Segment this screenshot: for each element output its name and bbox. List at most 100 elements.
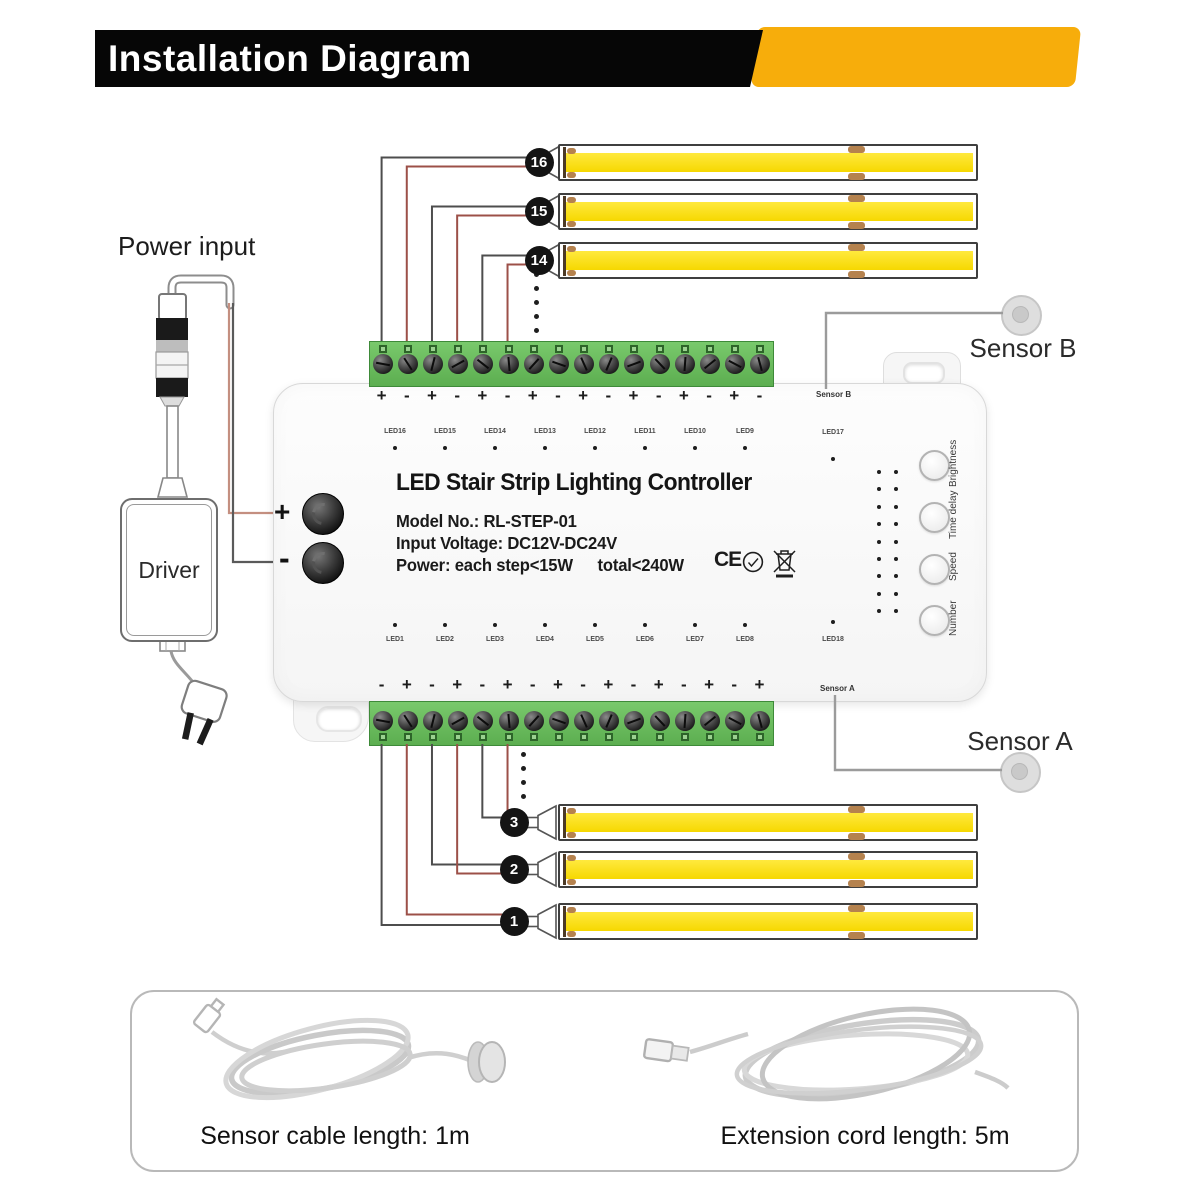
terminal-wire-slot [680, 345, 689, 353]
power-terminal-negative [302, 542, 344, 584]
screw-slot [375, 361, 390, 367]
polarity-label-top: - [756, 386, 763, 405]
polarity-label-bottom: - [630, 675, 637, 694]
led-indicator [443, 623, 447, 627]
status-dot [894, 522, 898, 527]
solder-pad [567, 270, 576, 276]
led-indicator [443, 446, 447, 450]
strip-end-cap [563, 906, 566, 937]
strip-wire [405, 165, 527, 341]
polarity-label-bottom: - [580, 675, 586, 694]
led-strip [558, 193, 978, 230]
status-dot [894, 487, 898, 492]
terminal-wire-slot [630, 733, 639, 741]
led-indicator [593, 446, 597, 450]
solder-pad [848, 932, 865, 939]
strip-wire [405, 744, 502, 916]
power-spec-left: Power: each step<15W [396, 555, 573, 575]
terminal-screw [422, 711, 443, 731]
button-time-delay[interactable] [919, 501, 950, 533]
solder-pad [848, 173, 865, 180]
status-dot [894, 539, 898, 544]
sensor-a-port-label: Sensor A [820, 684, 855, 693]
polarity-label-top: - [706, 386, 712, 405]
strip-light-band [565, 251, 973, 270]
status-dot [877, 504, 881, 509]
recycle-circle-icon [742, 551, 764, 573]
continuation-dot [534, 328, 539, 333]
screw-slot [551, 360, 566, 368]
terminal-wire-slot [454, 345, 463, 353]
led-indicator [493, 623, 497, 627]
terminal-wire-slot [655, 345, 664, 353]
strip-connector [537, 804, 557, 841]
led-indicator [643, 446, 647, 450]
terminal-screw [422, 354, 443, 374]
screw-slot [728, 359, 742, 369]
controller-title: LED Stair Strip Lighting Controller [396, 469, 752, 496]
screw-slot [528, 715, 540, 727]
terminal-wire-slot [504, 733, 513, 741]
terminal-wire-slot [580, 345, 589, 353]
status-dot [894, 609, 898, 614]
status-dot [877, 574, 881, 579]
terminal-screw [498, 711, 519, 731]
button-brightness[interactable] [919, 449, 950, 481]
polarity-label-top: - [605, 386, 612, 405]
terminal-screw [548, 354, 569, 374]
polarity-label-top: + [628, 386, 639, 405]
terminal-screw [624, 354, 645, 374]
terminal-wire-slot [504, 345, 513, 353]
terminal-screw [725, 711, 746, 731]
terminal-screw [649, 711, 670, 731]
strip-connector [537, 903, 557, 940]
screw-slot [430, 713, 436, 729]
continuation-dot [521, 780, 526, 785]
terminal-screw [523, 711, 544, 731]
power-wire-conduit [167, 274, 235, 310]
led-channel-label: LED5 [586, 636, 604, 643]
continuation-dot [521, 794, 526, 799]
status-dot [877, 487, 881, 492]
button-number[interactable] [919, 604, 950, 636]
polarity-label-bottom: - [529, 675, 536, 694]
solder-pad [848, 195, 865, 202]
solder-pad [848, 806, 865, 813]
led-indicator [593, 623, 597, 627]
solder-pad [848, 853, 865, 860]
led-indicator [543, 446, 547, 450]
strip-wire [481, 254, 527, 341]
terminal-wire-slot [378, 345, 387, 353]
polarity-label-top: - [504, 386, 511, 405]
led-strip [558, 851, 978, 888]
terminal-wire-slot [731, 345, 740, 353]
polarity-label-top: + [729, 386, 740, 405]
terminal-screw [523, 354, 544, 374]
terminal-wire-slot [428, 345, 437, 353]
solder-pad [848, 222, 865, 229]
screw-slot [605, 714, 613, 728]
solder-pad [567, 172, 576, 178]
led-indicator [543, 623, 547, 627]
screw-slot [580, 714, 588, 728]
terminal-wire-slot [756, 345, 765, 353]
led-strip [558, 144, 978, 181]
solder-pad [567, 832, 576, 838]
terminal-screw [700, 354, 721, 374]
terminal-screw [473, 711, 494, 731]
screw-slot [375, 718, 390, 724]
led-channel-label: LED8 [736, 636, 754, 643]
strip-wire [456, 214, 527, 341]
terminal-block-top [369, 341, 774, 387]
strip-number: 2 [499, 855, 529, 884]
polarity-label-top: + [376, 386, 387, 405]
sensor-a-lens [1011, 763, 1028, 780]
solder-pad [848, 271, 865, 278]
polarity-label-bottom: + [603, 675, 614, 694]
button-speed[interactable] [919, 553, 950, 585]
screw-slot [506, 713, 511, 729]
polarity-label-top: + [678, 386, 689, 405]
solder-pad [848, 146, 865, 153]
strip-wire [456, 744, 502, 875]
